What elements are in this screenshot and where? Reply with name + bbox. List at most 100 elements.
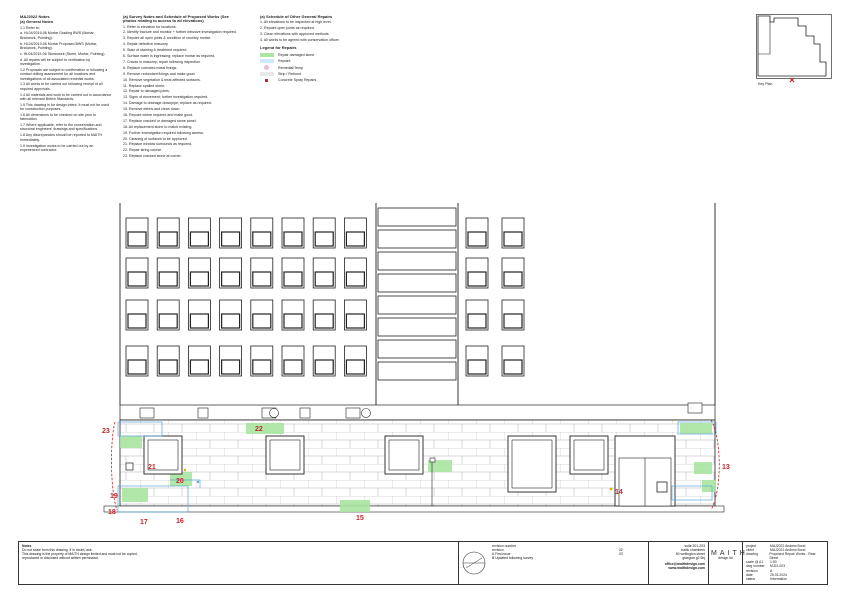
general-notes: MAJ2022 Notes (a) General Notes 1.1 Refe… (20, 14, 112, 154)
revision-date: 03 (619, 552, 623, 557)
email: office@maithdesign.com (664, 562, 705, 567)
window-pane (127, 231, 147, 247)
window-pane (503, 231, 523, 247)
legend-swatch (260, 72, 274, 77)
stair-windows (377, 207, 457, 381)
repair-patch (428, 460, 452, 472)
window-pane (345, 313, 365, 329)
title-block: Notes Do not scale from this drawing. If… (18, 541, 828, 585)
stair-window (377, 339, 457, 359)
general-note: c. HL04/2019-06 Stonework (Stone, Mortar… (20, 51, 106, 56)
legend-swatch (260, 52, 274, 57)
repair-patch (680, 423, 712, 434)
repair-patches (120, 423, 716, 512)
general-note: 1.6 All dimensions to be checked on site… (20, 112, 97, 122)
survey-notes-list: 1. Refer to elevation for locations.2. I… (123, 25, 241, 159)
survey-note: 22. Repair string course. (123, 148, 163, 153)
title-notes-title: Notes (22, 544, 32, 548)
window-pane (283, 231, 303, 247)
window-pane (221, 231, 241, 247)
title-note: reproduced or disclosed without written … (22, 556, 100, 561)
address-line: 50 wellington street (675, 552, 705, 557)
repair-tag: 22 (255, 426, 263, 433)
stair-window (377, 229, 457, 249)
survey-note: 12. Repair to damaged joints. (123, 89, 170, 94)
window-pane (158, 359, 178, 375)
plinth (103, 505, 725, 513)
survey-note: 16. Repoint where required and make good… (123, 112, 194, 117)
window-pane (127, 313, 147, 329)
window-pane (345, 359, 365, 375)
window-pane (189, 271, 209, 287)
title-note: This drawing is the property of MAITH de… (22, 552, 138, 557)
field-key: dwg number (746, 564, 765, 569)
window-pane (189, 231, 209, 247)
window-pane (283, 313, 303, 329)
window-pane (221, 359, 241, 375)
survey-note: 3. Repoint all open joints & condition o… (123, 36, 211, 41)
legend-label: Concrete Spray Repairs (278, 78, 317, 83)
survey-note: 13. Signs of movement; further investiga… (123, 95, 209, 100)
general-repairs-title: (a) Schedule of Other General Repairs (260, 14, 333, 19)
revision-sub: revision (492, 548, 504, 553)
window-pane (467, 313, 487, 329)
vent (139, 407, 155, 419)
vent (345, 407, 361, 419)
survey-note: 9. Remove redundant fixings and make goo… (123, 71, 196, 76)
vent (687, 402, 703, 414)
string-course (119, 404, 716, 421)
survey-note: 21. Replace window surrounds as required… (123, 142, 193, 147)
repair-patch (246, 423, 284, 434)
general-note: b. HL04/2019-06 Mortar Proposed BWS (Mor… (20, 41, 98, 50)
repair-patch (170, 472, 192, 486)
legend-swatch (265, 79, 268, 83)
stair-window (377, 207, 457, 227)
brand-sub: design ltd (718, 556, 733, 561)
key-plan-label: Key Plan (758, 82, 772, 86)
repair-tag: 20 (176, 478, 184, 485)
legend-swatch (264, 65, 269, 71)
field-value: 25.01.2024 (770, 572, 787, 577)
general-note: 1.4 All materials and work to be carried… (20, 92, 112, 101)
repair-tag: 21 (148, 464, 156, 471)
survey-notes: (a) Survey Notes and Schedule of Propose… (123, 14, 241, 160)
window-pane (345, 271, 365, 287)
window-pane (314, 231, 334, 247)
field-key: status (746, 576, 756, 581)
repair-marker (609, 487, 613, 491)
notes-title: MAJ2022 Notes (20, 14, 50, 19)
general-repairs: (a) Schedule of Other General Repairs 1.… (260, 14, 360, 85)
field-key: client (746, 548, 754, 553)
stair-window (377, 317, 457, 337)
repair-tag: 18 (108, 509, 116, 516)
repair-tag: 13 (722, 464, 730, 471)
repoint-outlines (117, 421, 717, 513)
window-pane (283, 271, 303, 287)
survey-note: 14. Damage to drainage downpipe; replace… (123, 101, 212, 106)
legend-swatch (260, 59, 274, 63)
general-note: a. HL04/2019-06 Mortar Grading BWS (Mort… (20, 31, 95, 40)
legend-title: Legend for Repairs (260, 45, 297, 51)
title-notes: Notes Do not scale from this drawing. If… (19, 542, 486, 584)
repair-marker (196, 480, 200, 484)
window-pane (158, 313, 178, 329)
title-note: Do not scale from this drawing. If in do… (22, 548, 93, 553)
brand: MAITH design ltd (709, 542, 745, 584)
general-note: d. All repairs will be subject to verifi… (20, 57, 91, 67)
survey-note: 2. Identify fracture and monitor + furth… (123, 30, 237, 35)
survey-note: 18. All replacement stone to match exist… (123, 124, 193, 129)
legend-item: Concrete Spray Repairs (260, 78, 360, 82)
window-pane (314, 359, 334, 375)
repair-tag: 15 (356, 515, 364, 522)
revision-date: 02 (619, 548, 623, 552)
vent-round (361, 408, 371, 418)
legend-label: Remedial/Temp (278, 65, 303, 70)
stair-window (377, 295, 457, 315)
